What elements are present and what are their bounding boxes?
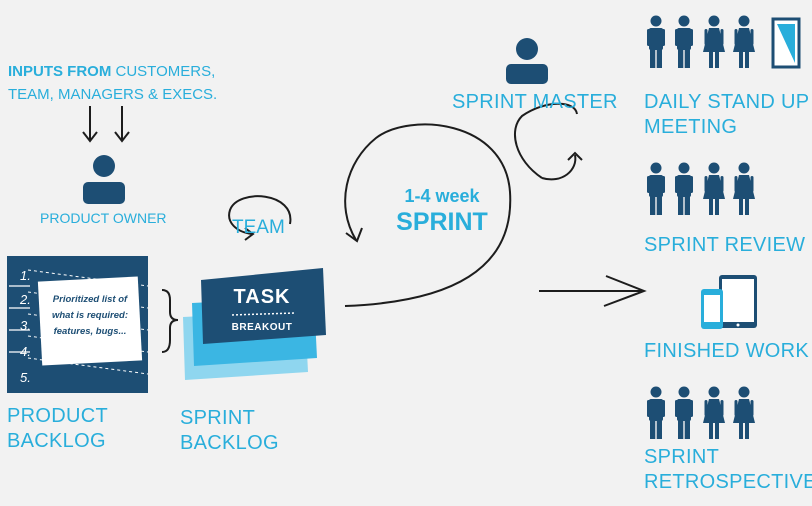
people-group-icon [647, 15, 755, 68]
card-line: what is required: [51, 310, 128, 321]
product-owner-person-icon [83, 155, 125, 204]
people-group-icon [647, 162, 755, 215]
sprint-backlog-stack [183, 268, 326, 380]
backlog-card-text: Prioritized list of what is required: fe… [42, 292, 138, 340]
team-loop-arrow-icon [228, 195, 292, 241]
card-line: features, bugs... [53, 326, 127, 337]
retro-line2: RETROSPECTIVE [644, 471, 812, 493]
retro-line1: SPRINT [644, 446, 720, 468]
task-label: TASK [233, 286, 291, 308]
sprint-retrospective-label: SPRINT RETROSPECTIVE [644, 445, 812, 495]
backlog-number: 5. [20, 370, 31, 385]
down-arrow-icon [82, 106, 98, 143]
sprint-duration-label: 1-4 week [404, 186, 480, 206]
document-icon [771, 17, 801, 69]
daily-line2: MEETING [644, 116, 738, 138]
sprint-loop-arrow-icon [344, 123, 512, 307]
finished-work-label: FINISHED WORK [644, 340, 810, 362]
sprint-backlog-line1: SPRINT [180, 407, 256, 429]
inputs-line2: TEAM, MANAGERS & EXECS. [8, 86, 218, 103]
inputs-rest-text: CUSTOMERS, [115, 63, 216, 80]
backlog-number: 4. [20, 344, 31, 359]
product-backlog-line1: PRODUCT [7, 405, 108, 427]
product-backlog-label: PRODUCT BACKLOG [7, 404, 108, 454]
tablet-icon [719, 275, 757, 328]
backlog-number: 3. [20, 318, 31, 333]
product-backlog-line2: BACKLOG [7, 430, 106, 452]
card-line: Prioritized list of [52, 294, 128, 305]
sprint-label: SPRINT [396, 208, 488, 236]
product-backlog-board [7, 256, 149, 393]
sprint-master-person-icon [506, 38, 548, 84]
sprint-master-loop-arrow-icon [514, 102, 583, 181]
daily-line1: DAILY STAND UP [644, 91, 810, 113]
down-arrow-icon [114, 106, 130, 143]
inputs-label: INPUTS FROM CUSTOMERS, TEAM, MANAGERS & … [8, 60, 217, 106]
sprint-backlog-label: SPRINT BACKLOG [180, 406, 279, 456]
sprint-master-label: SPRINT MASTER [452, 91, 618, 113]
phone-icon [701, 289, 723, 329]
product-owner-label: PRODUCT OWNER [40, 210, 167, 226]
team-label: TEAM [232, 217, 285, 238]
breakout-label: BREAKOUT [231, 322, 293, 333]
brace-icon [161, 289, 179, 353]
inputs-bold-text: INPUTS FROM [8, 63, 112, 80]
daily-standup-label: DAILY STAND UP MEETING [644, 90, 809, 140]
sprint-review-label: SPRINT REVIEW [644, 234, 806, 256]
sprint-backlog-line2: BACKLOG [180, 432, 279, 454]
right-arrow-icon [539, 275, 647, 307]
backlog-number: 2. [20, 292, 31, 307]
people-group-icon [647, 386, 755, 439]
backlog-number: 1. [20, 268, 31, 283]
